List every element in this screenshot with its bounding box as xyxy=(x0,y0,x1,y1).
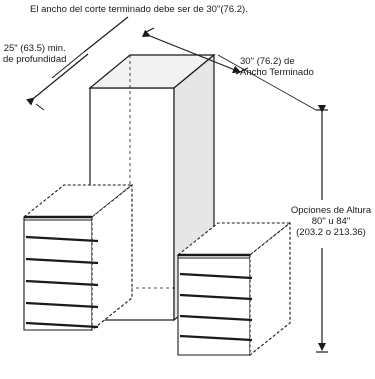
height-label-line1: Opciones de Altura xyxy=(290,205,372,216)
depth-label-line2: de profundidad xyxy=(3,54,67,65)
left-drawer-rails xyxy=(25,235,99,329)
depth-label: 25" (63.5) min. de profundidad xyxy=(3,43,66,65)
left-base-cabinet xyxy=(22,183,134,332)
width-label-line2: Ancho Terminado xyxy=(240,67,314,78)
depth-dimension xyxy=(26,16,129,111)
caption-text: El ancho del corte terminado debe ser de… xyxy=(30,4,248,15)
height-dimension xyxy=(217,54,328,353)
width-label-line1: 30" (76.2) de xyxy=(240,56,295,67)
right-base-cabinet xyxy=(176,221,292,357)
height-label-line2: 80" u 84" xyxy=(311,216,351,227)
depth-label-line1: 25" (63.5) min. xyxy=(3,43,66,54)
right-drawer-rails xyxy=(179,272,253,342)
height-label-line3: (203.2 o 213.36) xyxy=(296,227,366,238)
height-label: Opciones de Altura 80" u 84" (203.2 o 21… xyxy=(287,205,375,238)
width-label: 30" (76.2) de Ancho Terminado xyxy=(240,56,314,78)
width-dimension xyxy=(142,27,249,75)
